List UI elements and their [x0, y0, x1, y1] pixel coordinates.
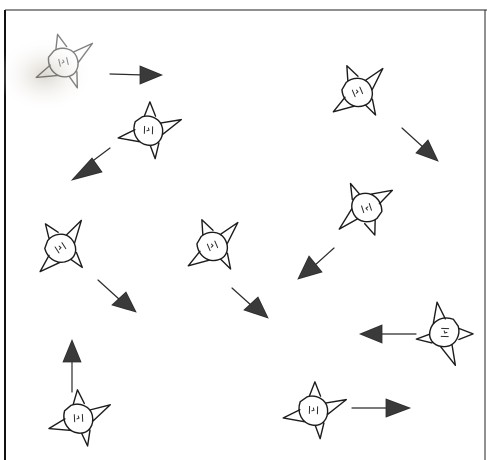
arrow-down-right-5 [232, 288, 268, 318]
cat-figure-7 [413, 300, 477, 368]
cat-figure-4 [23, 210, 100, 285]
arrow-up-8 [63, 340, 81, 392]
cat-figure-8 [48, 388, 112, 448]
cat-figure-5 [178, 211, 249, 279]
arrow-down-left-2 [72, 148, 110, 180]
arrow-down-right-4 [98, 280, 136, 312]
arrow-down-right-3 [402, 128, 438, 161]
arrow-right-9 [352, 399, 410, 417]
cat-figure-2 [116, 98, 184, 162]
arrow-right-1 [110, 66, 162, 84]
arrow-down-left-6 [298, 248, 334, 279]
cat-figure-3 [323, 57, 394, 125]
arrow-left-7 [360, 325, 416, 343]
cat-figure-6 [332, 177, 400, 241]
scan-smudge [0, 37, 93, 113]
cat-figure-9 [281, 378, 349, 442]
